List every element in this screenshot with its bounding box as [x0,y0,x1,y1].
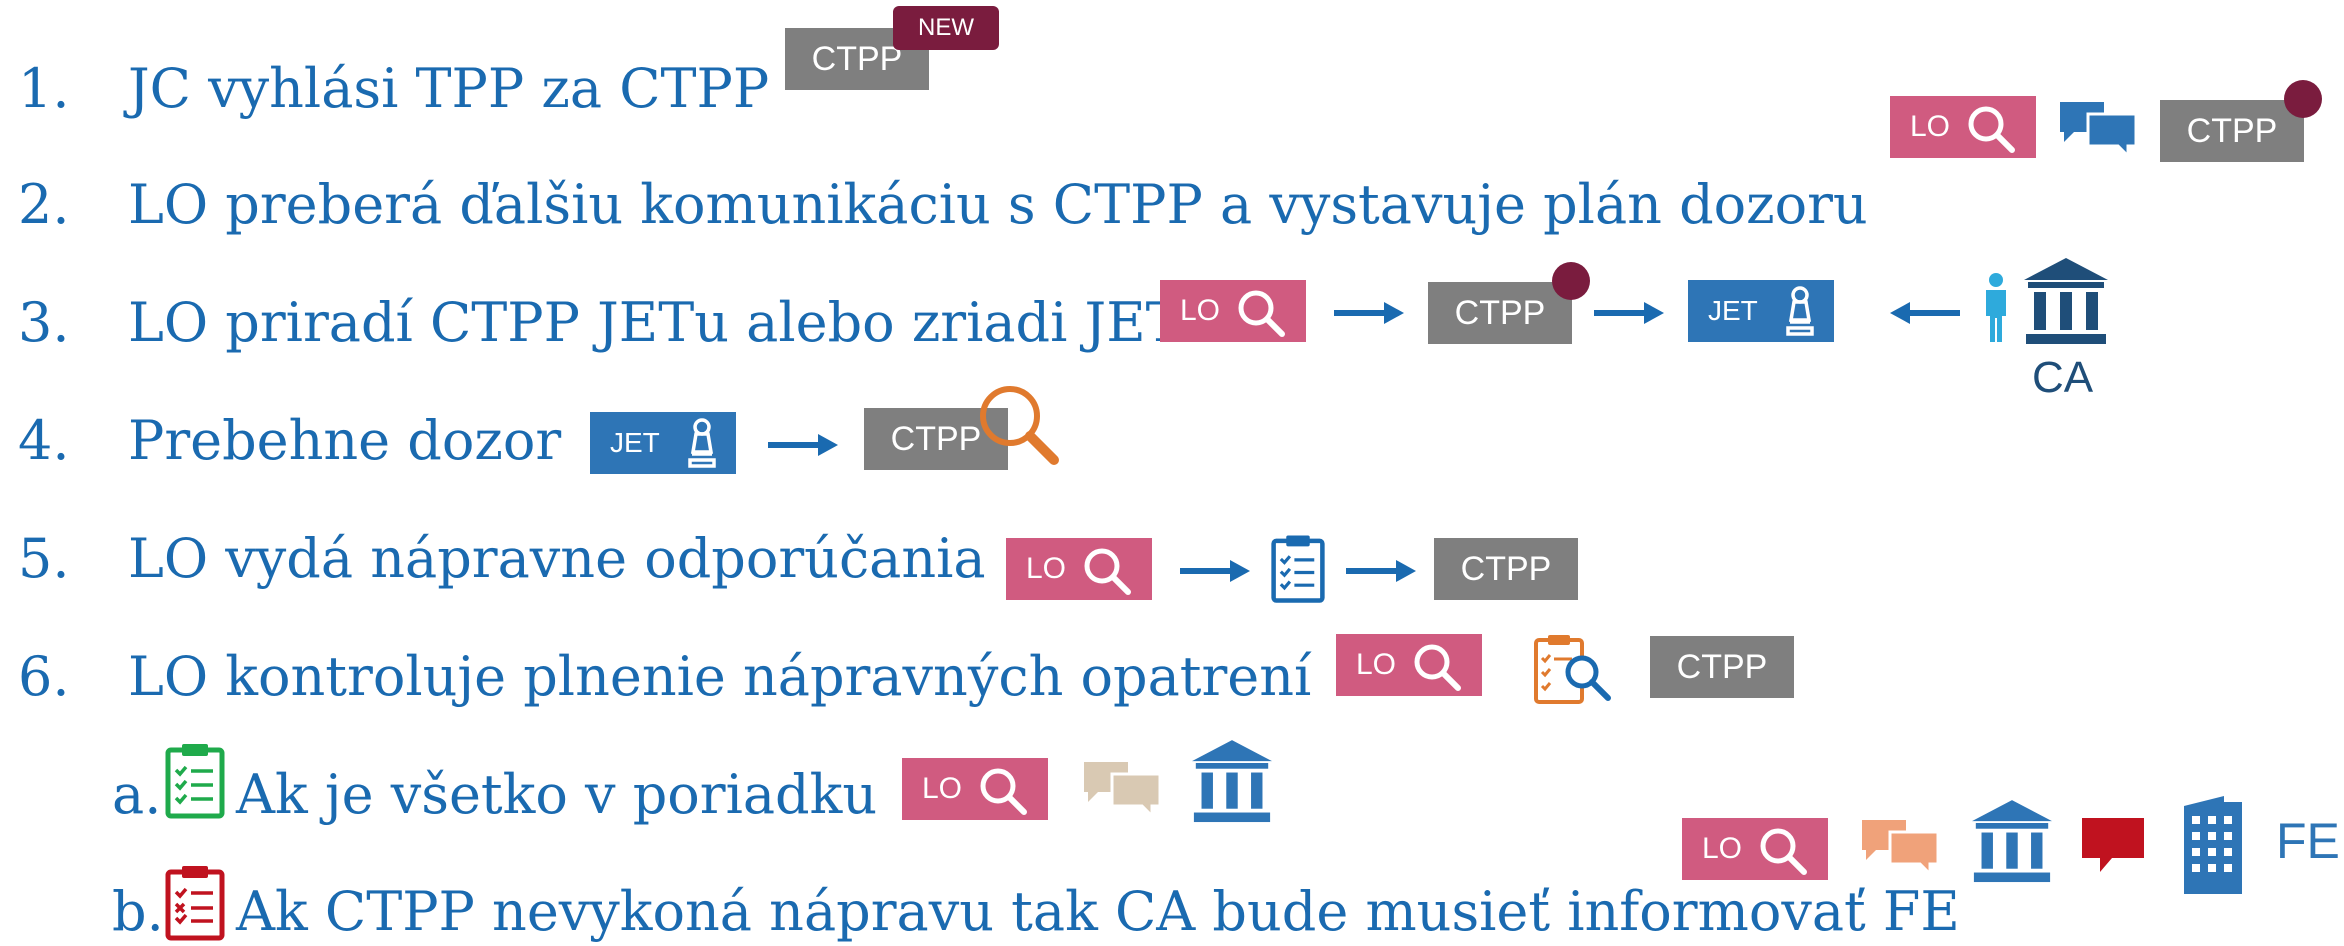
step-2-text: LO preberá ďalšiu komunikáciu s CTPP a v… [128,173,1868,236]
step-6-text: LO kontroluje plnenie nápravných opatren… [128,645,1312,708]
person-icon [1986,273,2006,342]
step-5-text: LO vydá nápravne odporúčania [128,527,986,590]
jet-badge-row4: JET [590,412,736,474]
substep-a-text: Ak je všetko v poriadku [236,763,878,826]
lo-badge-row6: LO [1336,634,1482,696]
step-5-number: 5. [18,527,70,590]
chess-pawn-icon [1786,286,1814,336]
arrow-right-icon [1180,560,1250,582]
notification-dot [2284,80,2322,118]
ctpp-badge-row1: CTPP [785,28,929,90]
magnifier-icon [980,768,1027,815]
substep-b-text: Ak CTPP nevykoná nápravu tak CA bude mus… [236,880,1960,943]
arrow-right-icon [1594,302,1664,324]
jet-label: JET [1708,295,1758,326]
magnifier-icon-orange [980,386,1059,465]
lo-badge-substep-b: LO [1682,818,1828,880]
jet-label: JET [610,427,660,458]
notification-dot [1552,262,1590,300]
substep-b-letter: b. [112,880,164,943]
lo-label: LO [922,772,963,805]
ctpp-badge-row5: CTPP [1434,538,1578,600]
chess-pawn-icon [688,418,716,468]
lo-label: LO [1026,552,1067,585]
lo-label: LO [1702,832,1743,865]
magnifier-icon [1238,290,1285,337]
ctpp-badge-top: CTPP [2160,100,2304,162]
step-1-text: JC vyhlási TPP za CTPP [128,57,770,120]
arrow-right-icon [1334,302,1404,324]
chat-bubbles-icon [1862,820,1940,876]
step-4-number: 4. [18,409,70,472]
step-3-number: 3. [18,291,70,354]
magnifier-icon [1084,548,1131,595]
ctpp-badge-row6: CTPP [1650,636,1794,698]
step-1-number: 1. [18,57,70,120]
bank-building-icon [1192,740,1272,823]
clipboard-search-icon [1534,635,1611,704]
clipboard-check-icon [165,744,225,819]
lo-label: LO [1356,648,1397,681]
arrow-left-icon [1890,302,1960,324]
fe-label: FE [2276,813,2340,869]
clipboard-error-icon [165,866,225,941]
arrow-right-icon [768,434,838,456]
step-6-number: 6. [18,645,70,708]
speech-bubble-icon [2082,818,2144,872]
magnifier-icon [1968,106,2015,153]
lo-badge-row5: LO [1006,538,1152,600]
lo-badge-row3: LO [1160,280,1306,342]
clipboard-checklist-icon [1271,535,1325,603]
magnifier-icon [1760,828,1807,875]
step-2-number: 2. [18,173,70,236]
magnifier-icon [1414,644,1461,691]
arrow-right-icon [1346,560,1416,582]
chat-bubbles-icon [2060,102,2138,158]
lo-label: LO [1910,110,1951,143]
chat-bubbles-icon [1084,762,1162,818]
substep-a-letter: a. [112,763,162,826]
ctpp-badge-row3: CTPP [1428,282,1572,344]
step-4-text: Prebehne dozor [128,409,562,472]
new-badge: NEW [893,6,999,50]
lo-badge-top: LO [1890,96,2036,158]
lo-badge-substep-a: LO [902,758,1048,820]
lo-label: LO [1180,294,1221,327]
jet-badge-row3: JET [1688,280,1834,342]
step-3-text: LO priradí CTPP JETu alebo zriadi JET [128,291,1182,354]
ca-label: CA [2032,353,2094,402]
bank-building-icon [1972,800,2052,883]
bank-building-icon [2024,258,2108,344]
office-building-icon [2184,796,2242,894]
